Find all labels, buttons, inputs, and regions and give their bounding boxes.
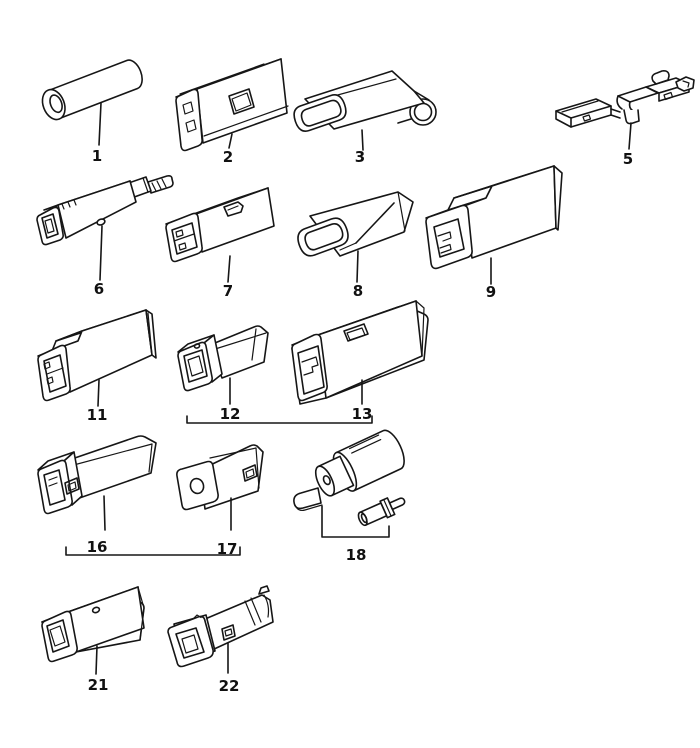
part-5-drawing: 5 [555,70,695,168]
part-1-label: 1 [92,147,102,165]
part-13-drawing: 13 [291,300,429,423]
part-12-drawing: 12 [177,325,269,423]
part-18-label: 18 [346,546,367,564]
part-17-label: 17 [217,540,238,558]
part-6-label: 6 [94,280,104,298]
part-7-drawing: 7 [165,187,275,300]
part-9-drawing: 9 [425,165,563,301]
part-21-label: 21 [88,676,109,694]
part-16-drawing: 16 [37,435,157,556]
leader-line [103,495,106,531]
part-13-label: 13 [352,405,373,423]
leader-line [628,122,632,150]
leader-line [95,645,98,675]
bracket-18 [321,505,390,538]
part-16-label: 16 [87,538,108,556]
part-22-label: 22 [219,677,240,695]
part-8-label: 8 [353,282,363,300]
part-18-drawing: 18 [293,429,406,564]
leader-line [356,250,359,283]
part-22-drawing: 22 [167,585,274,695]
part-3-drawing: 3 [293,70,437,166]
leader-line [227,255,231,283]
part-2-drawing: 2 [175,58,289,166]
part-21-drawing: 21 [41,586,145,694]
part-8-drawing: 8 [297,191,414,300]
bracket-12-13 [186,415,373,424]
part-3-label: 3 [355,148,365,166]
leader-line [99,225,103,281]
part-7-label: 7 [223,282,233,300]
part-2-label: 2 [223,148,233,166]
bracket-16-17 [65,546,241,556]
leader-line [98,102,102,146]
leader-line [97,379,100,407]
part-17-drawing: 17 [176,444,264,558]
part-5-label: 5 [623,150,633,168]
part-12-label: 12 [220,405,241,423]
leader-line [228,133,233,149]
part-6-drawing: 6 [36,175,174,298]
part-1-drawing: 1 [41,59,143,165]
part-9-label: 9 [486,283,496,301]
part-11-drawing: 11 [37,309,157,424]
leader-line [361,129,364,151]
part-11-label: 11 [87,406,108,424]
